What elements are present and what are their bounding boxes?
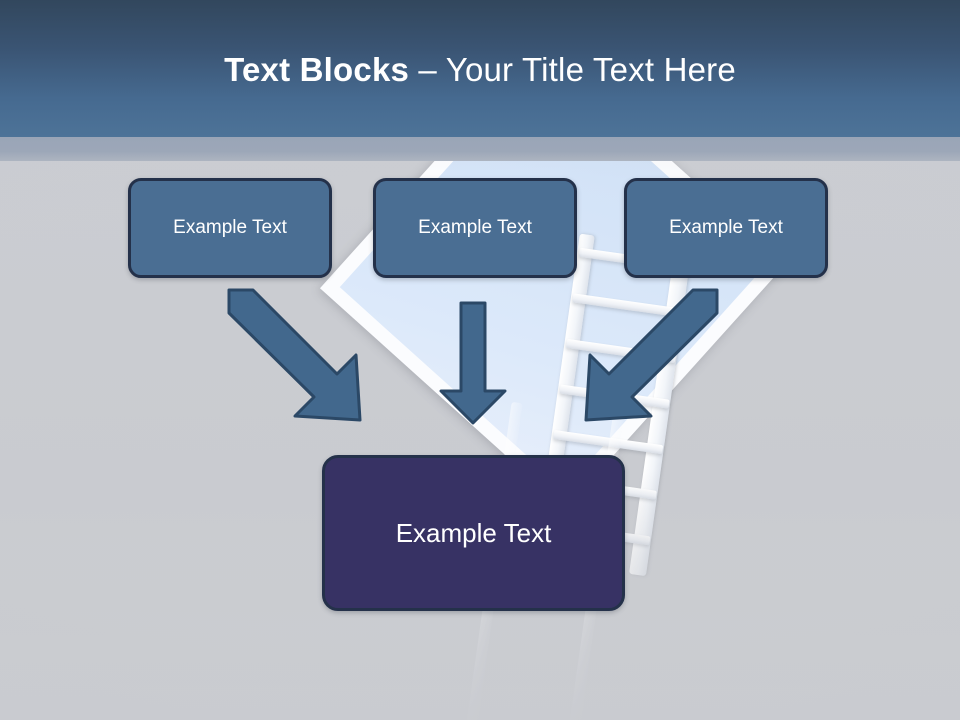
page-title-rest: Your Title Text Here [445,51,736,88]
ladder-rung [572,293,683,318]
text-block-1-label: Example Text [173,217,287,238]
ladder-rung [553,429,664,455]
title-bar-accent-band [0,137,960,161]
ladder-rung [565,338,677,364]
ladder-rung [559,384,670,409]
text-block-result[interactable]: Example Text [322,455,625,611]
text-block-1[interactable]: Example Text [128,178,332,278]
title-bar: Text Blocks – Your Title Text Here [0,0,960,137]
page-title-separator: – [409,51,446,88]
text-block-2[interactable]: Example Text [373,178,577,278]
text-block-result-label: Example Text [395,517,552,548]
text-block-3[interactable]: Example Text [624,178,828,278]
page-title-bold: Text Blocks [224,51,410,88]
ladder-rail-right [629,246,692,577]
text-block-3-label: Example Text [669,217,783,238]
text-block-2-label: Example Text [418,217,532,238]
page-title: Text Blocks – Your Title Text Here [0,50,960,90]
